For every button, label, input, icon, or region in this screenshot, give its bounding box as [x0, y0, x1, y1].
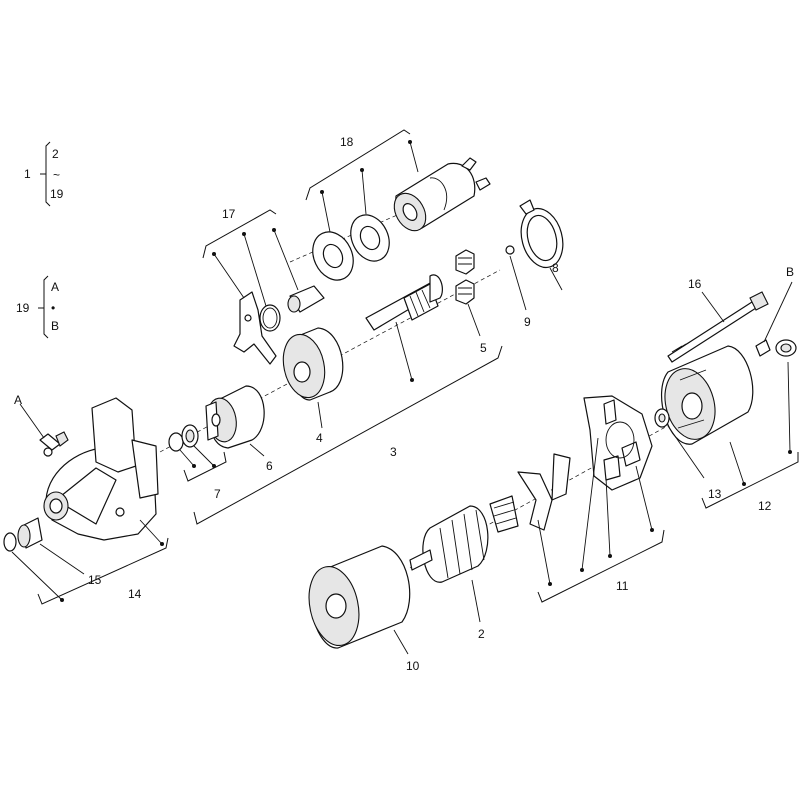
legend-variant-middle: • [51, 301, 55, 315]
callout-9: 9 [524, 315, 531, 329]
legend-variant-number: 19 [16, 301, 30, 315]
legend-range-tilde: ~ [53, 168, 60, 182]
part-12-end-cover [660, 345, 754, 445]
bracket-group-18 [305, 129, 411, 201]
bracket-group-7 [183, 451, 227, 482]
leader-4 [317, 401, 323, 429]
bracket-group-12 [701, 452, 799, 509]
part-6-pinion-clutch [205, 385, 265, 449]
part-A-bolt [39, 431, 69, 451]
part-18-gasket-outer [312, 231, 354, 281]
leader-6 [249, 443, 265, 457]
callout-5: 5 [480, 341, 487, 355]
callout-B: B [786, 265, 794, 279]
leaders-12 [729, 361, 791, 485]
leaders-7 [179, 445, 215, 467]
axis-motor [409, 407, 701, 569]
legend-variant-bottom: B [51, 319, 59, 333]
part-18-gasket-inner [350, 214, 390, 262]
part-4-gear-housing [282, 327, 344, 401]
leaders-15 [11, 543, 85, 601]
bracket-group-11 [537, 529, 665, 603]
callout-18: 18 [340, 135, 354, 149]
callout-14: 14 [128, 587, 142, 601]
part-17-plunger [287, 285, 325, 313]
part-17-ring [259, 304, 281, 332]
leaders-18 [321, 141, 419, 233]
leader-3-shaft [395, 321, 413, 381]
part-B-nut [755, 339, 771, 357]
part-9-ball [505, 245, 515, 255]
legend-range-from: 2 [52, 147, 59, 161]
callout-7: 7 [214, 487, 221, 501]
leader-16 [701, 291, 725, 323]
leaders-11 [537, 437, 653, 585]
part-10-yoke [308, 545, 411, 649]
part-11-brush-holder [583, 395, 653, 491]
part-16-through-bolt [667, 291, 769, 363]
part-2-armature [409, 495, 519, 583]
callout-8: 8 [552, 261, 559, 275]
bracket-group-14 [37, 537, 169, 605]
part-3-output-shaft [365, 274, 443, 331]
leader-10 [393, 629, 409, 655]
bracket-group-17 [202, 209, 277, 259]
legend-range-group: 1 2 ~ 19 [24, 141, 64, 207]
part-5-planet-gear-lower [455, 279, 475, 305]
part-B-cap [775, 339, 797, 357]
part-15-bushing [17, 517, 43, 549]
callout-17: 17 [222, 207, 236, 221]
leader-14 [139, 519, 163, 545]
callout-11: 11 [616, 579, 629, 593]
callout-6: 6 [266, 459, 273, 473]
callout-16: 16 [688, 277, 702, 291]
leader-9 [509, 255, 527, 311]
part-7-stop-ring [168, 424, 199, 452]
leaders-17 [213, 229, 299, 307]
leader-13 [667, 425, 705, 479]
leader-A [19, 403, 45, 439]
part-15-seal [3, 532, 17, 552]
part-11-brush-lead [517, 453, 571, 531]
callout-2: 2 [478, 627, 485, 641]
callout-4: 4 [316, 431, 323, 445]
callout-10: 10 [406, 659, 420, 673]
legend-variant-top: A [51, 280, 59, 294]
part-18-solenoid [393, 157, 491, 232]
leader-B [763, 281, 793, 343]
legend-variant-group: 19 A • B [16, 275, 59, 339]
callout-3: 3 [390, 445, 397, 459]
leader-5 [467, 303, 481, 337]
legend-variant-bracket [38, 275, 49, 339]
part-5-planet-gear-upper [455, 249, 475, 275]
part-14-front-housing [43, 397, 159, 541]
leader-8 [549, 267, 563, 291]
legend-range-number: 1 [24, 167, 31, 181]
legend-range-bracket [40, 141, 51, 207]
legend-range-to: 19 [50, 187, 64, 201]
bracket-group-3 [193, 345, 503, 525]
part-8-retaining-ring [519, 199, 564, 269]
part-13-bearing [654, 408, 670, 428]
part-17-fork-lever [233, 291, 277, 365]
callout-15: 15 [88, 573, 102, 587]
callout-12: 12 [758, 499, 772, 513]
leader-2 [471, 579, 481, 623]
callout-13: 13 [708, 487, 722, 501]
callout-A: A [14, 393, 22, 407]
